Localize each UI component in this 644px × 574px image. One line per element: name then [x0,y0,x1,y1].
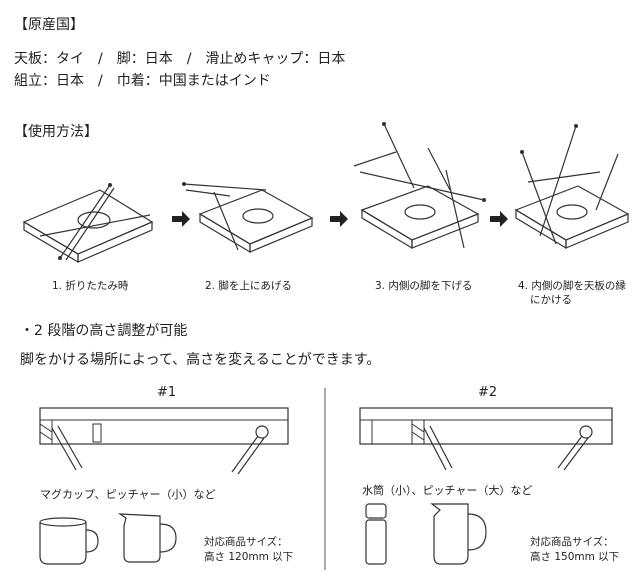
mug-icon [39,517,99,565]
arrow-3-icon [490,211,508,227]
origin-heading: 【原産国】 [14,17,84,33]
height-description: 脚をかける場所によって、高さを変えることができます。 [20,352,381,368]
large-pitcher-icon [430,503,487,565]
option-1-items: マグカップ、ピッチャー（小）など [40,488,216,501]
option-1-title: #1 [157,385,177,400]
arrow-2-icon [330,211,348,227]
usage-heading: 【使用方法】 [14,124,98,140]
option-1-diagram [39,407,289,475]
option-2-size-value: 高さ 150mm 以下 [530,551,620,563]
small-pitcher-icon [117,513,177,563]
height-heading: ・2 段階の高さ調整が可能 [20,323,188,339]
option-1-size-value: 高さ 120mm 以下 [204,551,294,563]
step-1-illustration [22,183,154,264]
option-2-items: 水筒（小）、ピッチャー（大）など [362,484,533,497]
option-2-diagram [359,407,613,471]
origin-line-1: 天板：タイ / 脚：日本 / 滑止めキャップ：日本 [14,51,346,67]
step-1-label: 1. 折りたたみ時 [52,280,129,292]
origin-line-2: 組立：日本 / 巾着：中国またはインド [14,73,271,89]
water-bottle-icon [365,503,387,565]
step-2-illustration [182,182,314,254]
step-4-illustration [514,124,630,250]
option-2-size-label: 対応商品サイズ： [530,536,614,548]
step-4-label-line-1: 4. 内側の脚を天板の縁 [518,280,626,292]
option-1-size-label: 対応商品サイズ： [204,536,288,548]
arrow-1-icon [172,211,190,227]
step-3-illustration [353,122,486,250]
step-3-label: 3. 内側の脚を下げる [375,280,473,292]
option-2-title: #2 [478,385,498,400]
step-2-label: 2. 脚を上にあげる [205,280,292,292]
step-4-label-line-2: にかける [530,294,572,306]
